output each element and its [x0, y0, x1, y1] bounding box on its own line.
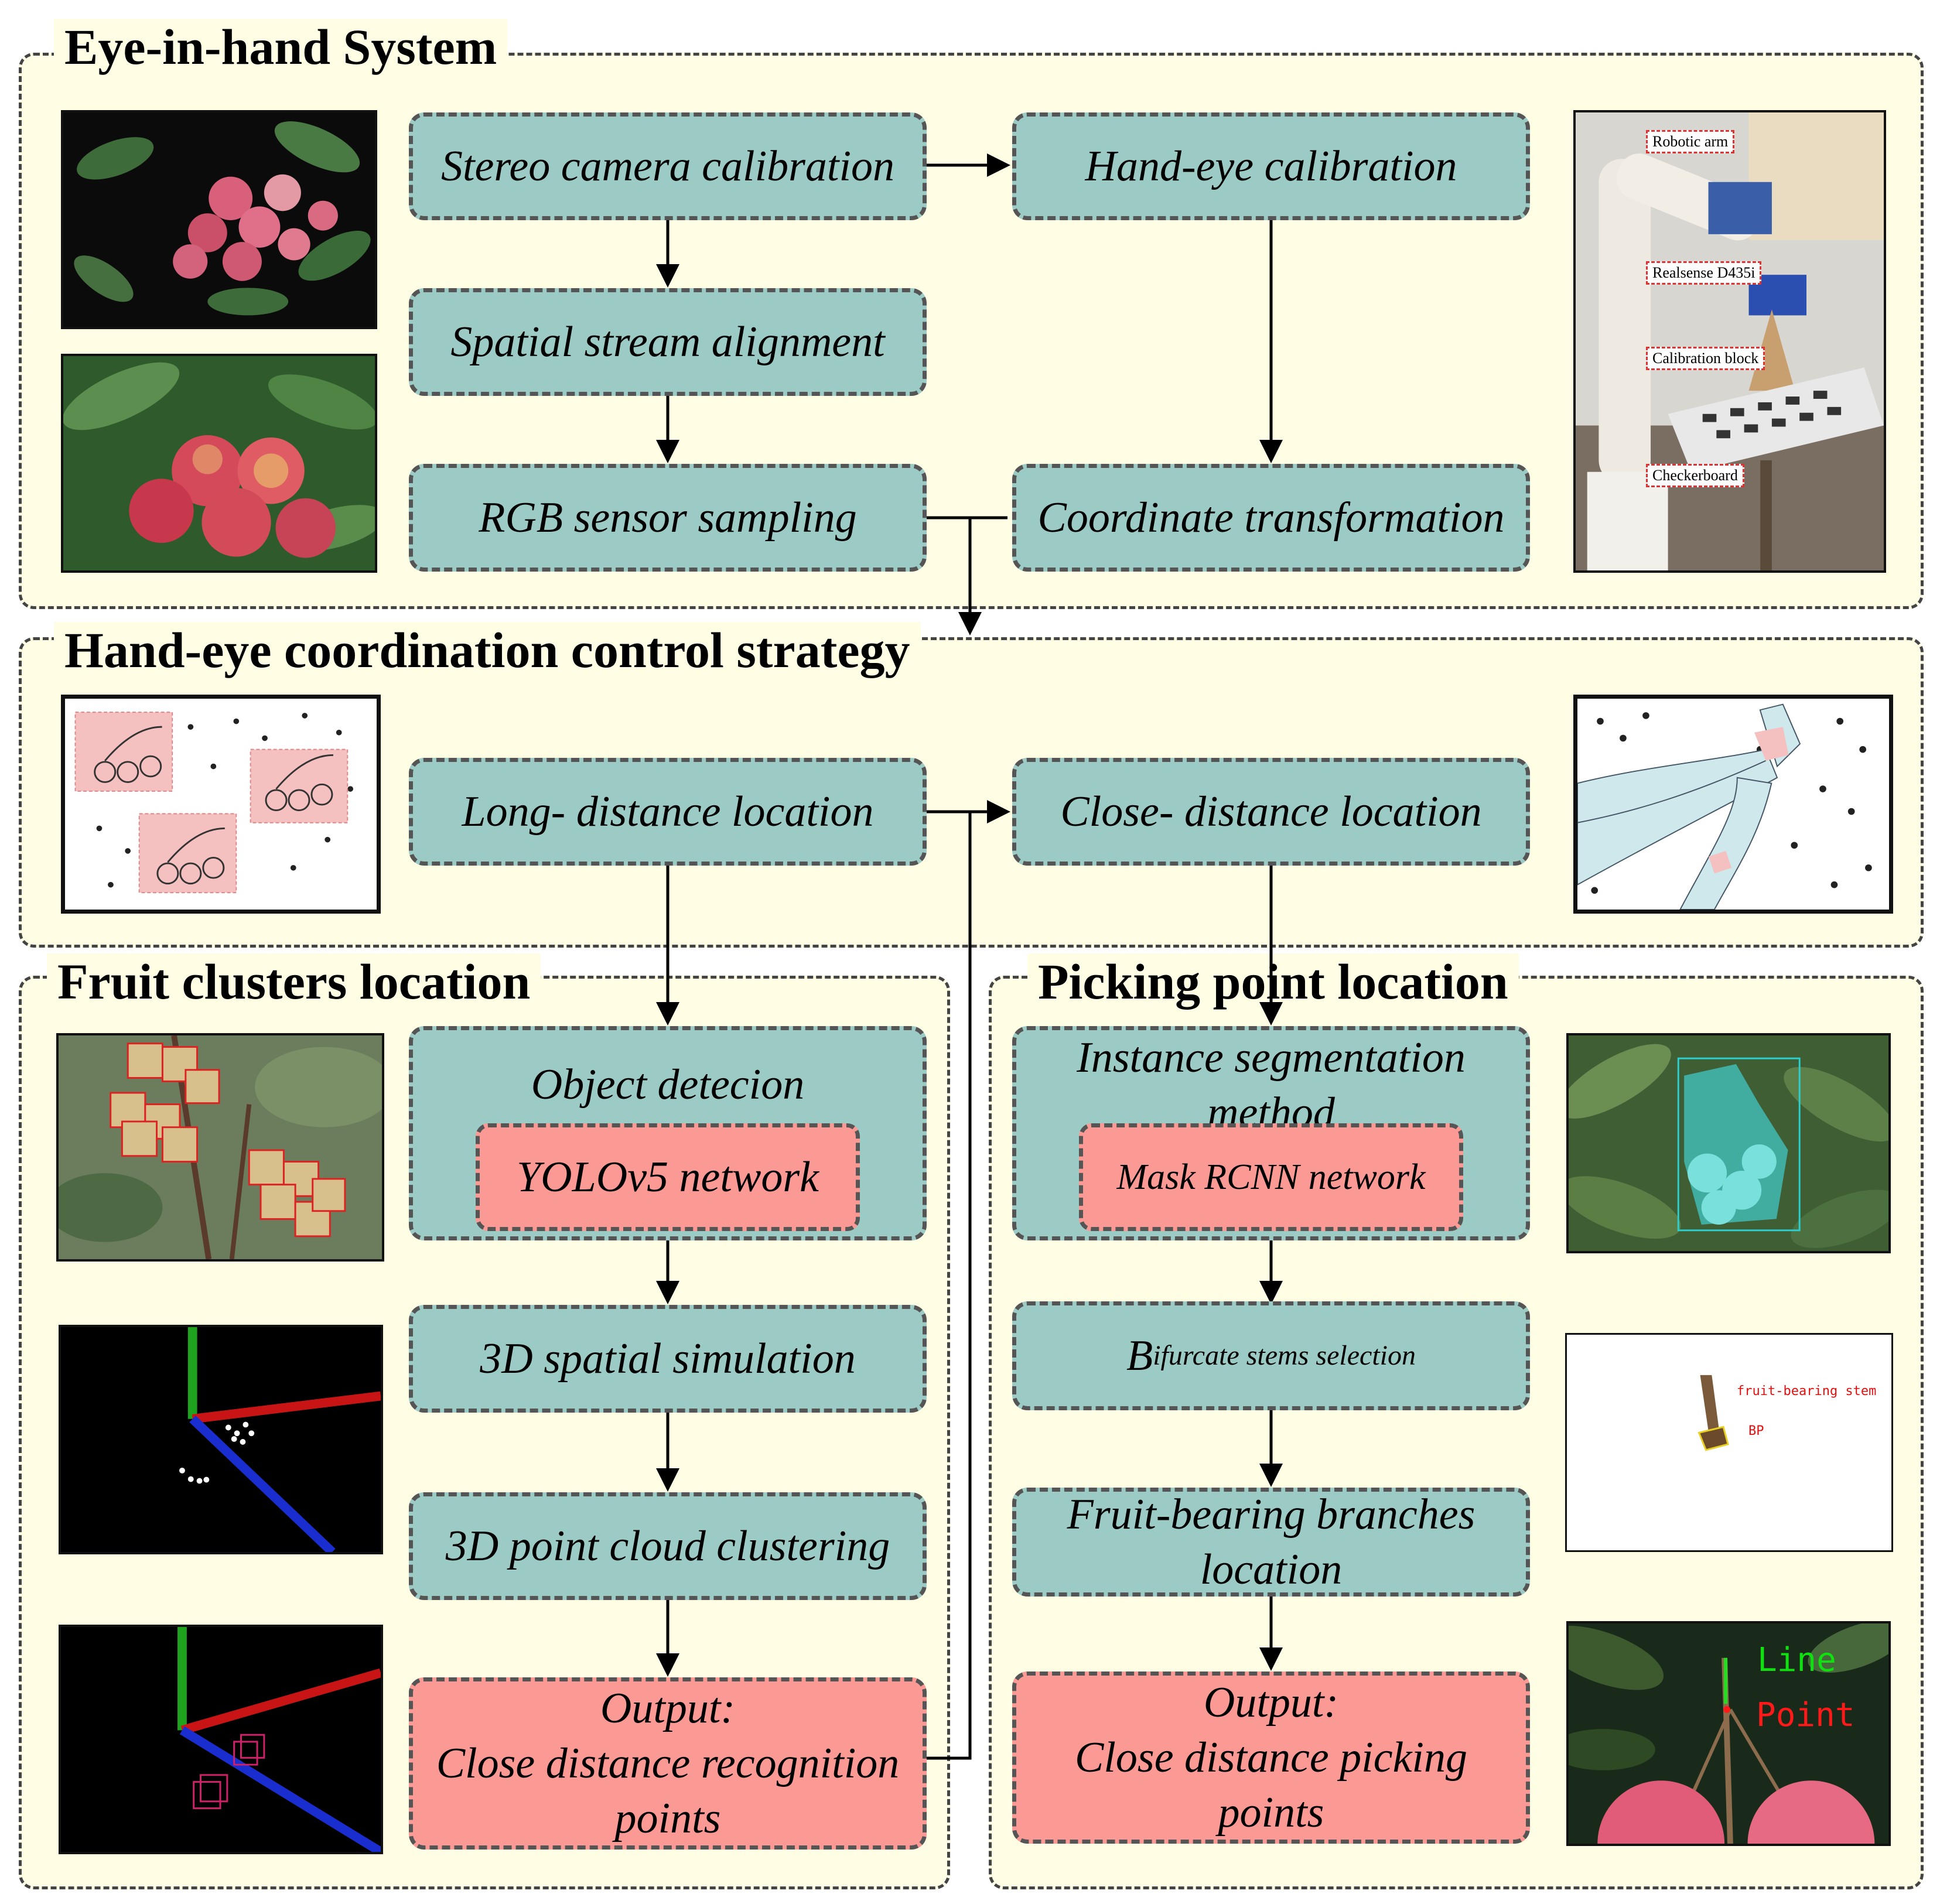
output-left-line-3: points: [614, 1794, 721, 1843]
fruit-bearing-stem-label: fruit-bearing stem: [1737, 1384, 1877, 1399]
panel-title-eye-in-hand: Eye-in-hand System: [54, 19, 508, 75]
stereo-camera-calibration-box: Stereo camera calibration: [409, 112, 927, 220]
output-right-line-2: Close distance picking: [1075, 1734, 1467, 1782]
3d-point-cloud-clustering-box: 3D point cloud clustering: [409, 1492, 927, 1600]
panel-title-picking-point: Picking point location: [1027, 953, 1519, 1010]
hand-eye-calibration-box: Hand-eye calibration: [1012, 112, 1530, 220]
instance-seg-line-1: Instance segmentation: [1077, 1034, 1466, 1082]
realsense-label: Realsense D435i: [1646, 261, 1762, 285]
bifurcate-rest: ifurcate stems selection: [1153, 1340, 1416, 1371]
output-right-line-3: points: [1218, 1789, 1324, 1837]
mask-rcnn-photo: [1566, 1033, 1891, 1253]
yolo-network-box: YOLOv5 network: [476, 1123, 860, 1231]
output-left-line-1: Output:: [600, 1684, 736, 1732]
robotic-arm-photo: Robotic arm Realsense D435i Calibration …: [1573, 110, 1886, 573]
fruit-bearing-branches-box: Fruit-bearing branches location: [1012, 1488, 1530, 1597]
rgb-sensor-sampling-box: RGB sensor sampling: [409, 464, 927, 572]
coordinate-transformation-box: Coordinate transformation: [1012, 464, 1530, 572]
output-picking-points-box: Output: Close distance picking points: [1012, 1671, 1530, 1844]
fruit-branches-line-2: location: [1200, 1546, 1343, 1594]
3d-clustering-plot: [59, 1625, 383, 1854]
yolo-detection-photo: [56, 1033, 384, 1262]
checkerboard-label: Checkerboard: [1646, 464, 1744, 487]
output-left-line-2: Close distance recognition: [436, 1739, 900, 1787]
picking-point-photo: Line Point: [1566, 1621, 1891, 1846]
3d-simulation-plot: [59, 1325, 383, 1554]
output-recognition-points-box: Output: Close distance recognition point…: [409, 1677, 927, 1850]
lychee-rgb-image: [61, 354, 377, 573]
lychee-depth-image: [61, 110, 377, 329]
panel-title-fruit-clusters: Fruit clusters location: [47, 953, 541, 1010]
3d-spatial-simulation-box: 3D spatial simulation: [409, 1305, 927, 1413]
close-distance-location-box: Close- distance location: [1012, 758, 1530, 866]
object-detection-label: Object detecion: [531, 1061, 805, 1109]
bifurcate-stem-image: fruit-bearing stem BP: [1565, 1333, 1893, 1552]
close-distance-sketch: [1573, 695, 1893, 914]
line-label: Line: [1757, 1641, 1836, 1679]
robotic-arm-label: Robotic arm: [1646, 130, 1735, 153]
output-right-line-1: Output:: [1203, 1679, 1339, 1727]
spatial-stream-alignment-box: Spatial stream alignment: [409, 288, 927, 396]
long-distance-sketch: [61, 695, 381, 914]
mask-rcnn-network-box: Mask RCNN network: [1079, 1123, 1463, 1231]
long-distance-location-box: Long- distance location: [409, 758, 927, 866]
calibration-block-label: Calibration block: [1646, 347, 1765, 370]
fruit-branches-line-1: Fruit-bearing branches: [1067, 1491, 1476, 1539]
point-label: Point: [1756, 1696, 1855, 1734]
bifurcate-initial: B: [1126, 1332, 1153, 1380]
panel-title-coordination: Hand-eye coordination control strategy: [54, 622, 921, 678]
bp-label: BP: [1748, 1424, 1764, 1438]
